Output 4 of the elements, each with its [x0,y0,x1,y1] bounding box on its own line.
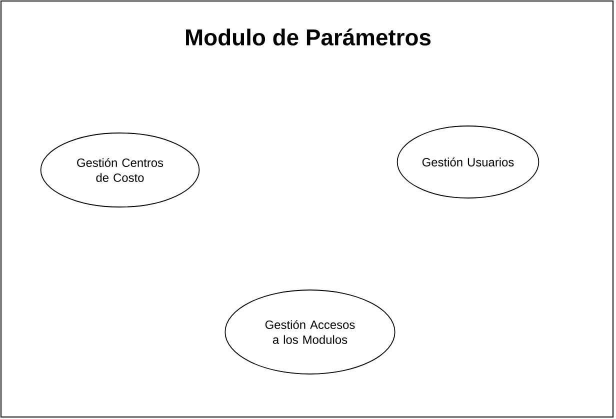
ellipse-node: Gestión Centros de Costo [40,132,200,208]
ellipse-node: Gestión Accesos a los Modulos [224,290,396,374]
ellipse-node: Gestión Usuarios [396,126,540,198]
title: Modulo de Parámetros [186,28,431,46]
